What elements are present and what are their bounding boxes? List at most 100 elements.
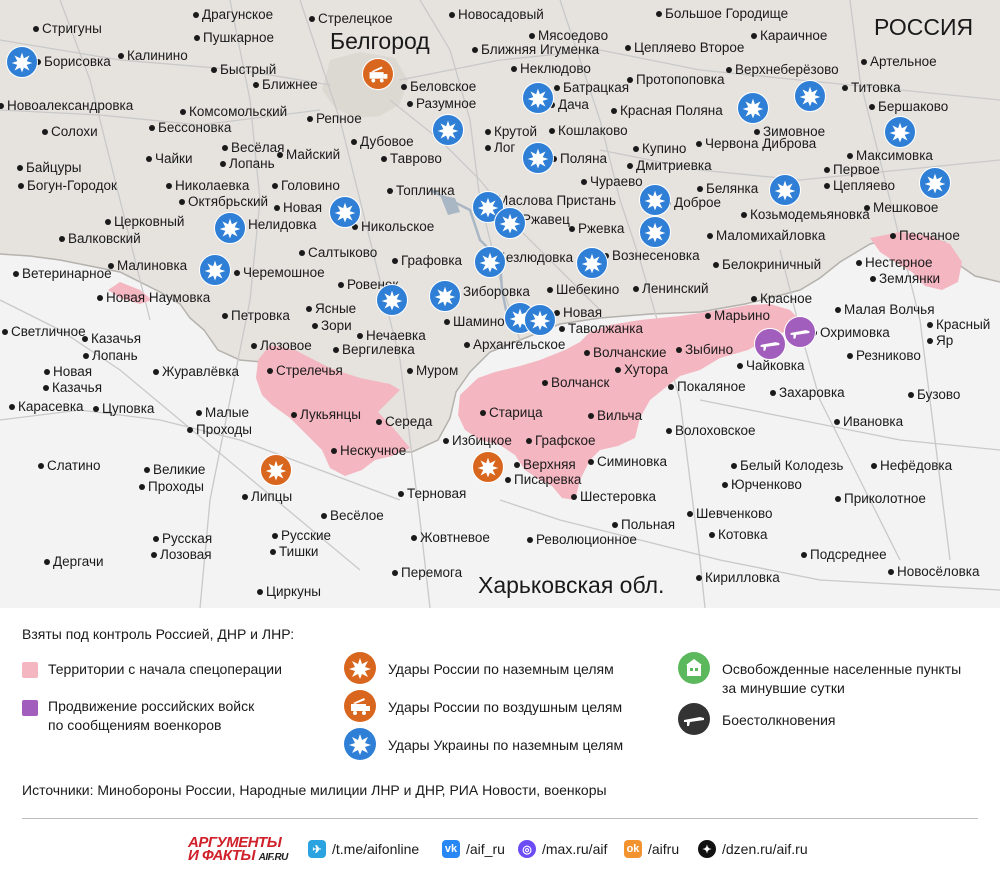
town-label: Новосёловка — [888, 564, 979, 579]
ru-strike-icon — [260, 454, 292, 486]
legend-label-advance-line2: по сообщениям военкоров — [48, 717, 222, 733]
town-dot — [407, 101, 413, 107]
ukr-strike-icon — [769, 174, 801, 206]
town-dot — [625, 45, 631, 51]
town-label: Охримовка — [811, 325, 890, 340]
social-vk-label: /aif_ru — [466, 841, 505, 857]
legend-swatch-advance — [22, 700, 38, 716]
town-dot — [472, 47, 478, 53]
town-dot — [267, 368, 273, 374]
town-label: Стрелецкое — [309, 11, 393, 26]
town-label: Мясоедово — [529, 28, 608, 43]
town-label: Большое Городище — [656, 6, 788, 21]
social-dzen[interactable]: ✦ /dzen.ru/aif.ru — [698, 840, 808, 858]
town-dot — [9, 404, 15, 410]
town-label: Журавлёвка — [153, 364, 239, 379]
town-dot — [153, 369, 159, 375]
town-label: Покаляное — [668, 379, 746, 394]
town-label: Красная Поляна — [611, 103, 723, 118]
town-dot — [633, 286, 639, 292]
map: РОССИЯ Харьковская обл. Белгород Драгунс… — [0, 0, 1000, 608]
town-label: Черемошное — [234, 265, 325, 280]
town-label: Вергилевка — [333, 342, 415, 357]
town-label: Цепляево — [824, 178, 895, 193]
town-dot — [357, 333, 363, 339]
town-label: Стригуны — [33, 21, 102, 36]
social-ok[interactable]: ok /aifru — [624, 840, 679, 858]
town-label: Цепляево Второе — [625, 40, 744, 55]
town-label: Середа — [376, 414, 432, 429]
town-label: Писаревка — [505, 472, 581, 487]
town-dot — [696, 575, 702, 581]
town-dot — [770, 390, 776, 396]
town-label: Малые — [196, 405, 249, 420]
town-dot — [166, 183, 172, 189]
town-label: Ветеринарное — [13, 266, 112, 281]
social-vk[interactable]: vk /aif_ru — [442, 840, 505, 858]
town-label: Борисовка — [35, 54, 111, 69]
legend-ru-air-icon — [344, 690, 376, 722]
social-max[interactable]: ◎ /max.ru/aif — [518, 840, 607, 858]
town-dot — [392, 258, 398, 264]
town-label: Кирилловка — [696, 570, 780, 585]
town-dot — [194, 35, 200, 41]
town-dot — [581, 179, 587, 185]
town-label: Таволжанка — [559, 321, 643, 336]
town-label: Шебекино — [547, 282, 619, 297]
aif-logo[interactable]: АРГУМЕНТЫ И ФАКТЫ AIF.RU — [188, 835, 289, 864]
town-dot — [251, 343, 257, 349]
aif-logo-domain: AIF.RU — [258, 852, 289, 863]
town-label: Польная — [612, 517, 675, 532]
town-label: Богун-Городок — [18, 178, 117, 193]
town-dot — [551, 156, 557, 162]
town-dot — [864, 205, 870, 211]
town-label: Новосадовый — [449, 7, 544, 22]
town-label: Шевченково — [687, 506, 773, 521]
town-dot — [93, 406, 99, 412]
town-label: Землянки — [870, 271, 940, 286]
town-dot — [306, 306, 312, 312]
ukr-strike-icon — [639, 216, 671, 248]
legend-label-liberated-line2: за минувшие сутки — [722, 680, 845, 696]
town-dot — [351, 139, 357, 145]
town-dot — [656, 11, 662, 17]
town-dot — [277, 152, 283, 158]
town-dot — [179, 199, 185, 205]
town-dot — [737, 363, 743, 369]
town-label: Козьмодемьяновка — [741, 207, 870, 222]
town-label: Быстрый — [211, 62, 276, 77]
town-dot — [108, 263, 114, 269]
town-dot — [722, 482, 728, 488]
town-label: Чураево — [581, 174, 643, 189]
town-dot — [485, 145, 491, 151]
town-dot — [741, 212, 747, 218]
town-label: Ржевка — [569, 221, 624, 236]
town-dot — [890, 233, 896, 239]
town-dot — [44, 369, 50, 375]
town-dot — [751, 33, 757, 39]
social-telegram[interactable]: ✈ /t.me/aifonline — [308, 840, 419, 858]
town-dot — [480, 410, 486, 416]
dzen-icon: ✦ — [698, 840, 716, 858]
legend-title: Взяты под контроль Россией, ДНР и ЛНР: — [22, 626, 295, 642]
town-label: Безлюдовка — [488, 250, 573, 265]
town-dot — [59, 236, 65, 242]
town-label: Караичное — [751, 28, 827, 43]
town-dot — [569, 226, 575, 232]
town-label: Слатино — [38, 458, 101, 473]
town-label: Казачья — [43, 380, 102, 395]
town-label: Малиновка — [108, 258, 187, 273]
town-dot — [464, 342, 470, 348]
town-dot — [801, 552, 807, 558]
town-dot — [856, 260, 862, 266]
town-label: Первое — [824, 162, 880, 177]
town-dot — [611, 108, 617, 114]
town-dot — [211, 67, 217, 73]
town-label: Проходы — [187, 422, 252, 437]
ukr-strike-icon — [474, 246, 506, 278]
ukr-strike-icon — [524, 304, 556, 336]
town-dot — [584, 350, 590, 356]
town-dot — [381, 156, 387, 162]
town-dot — [731, 463, 737, 469]
town-label: Головино — [272, 178, 340, 193]
